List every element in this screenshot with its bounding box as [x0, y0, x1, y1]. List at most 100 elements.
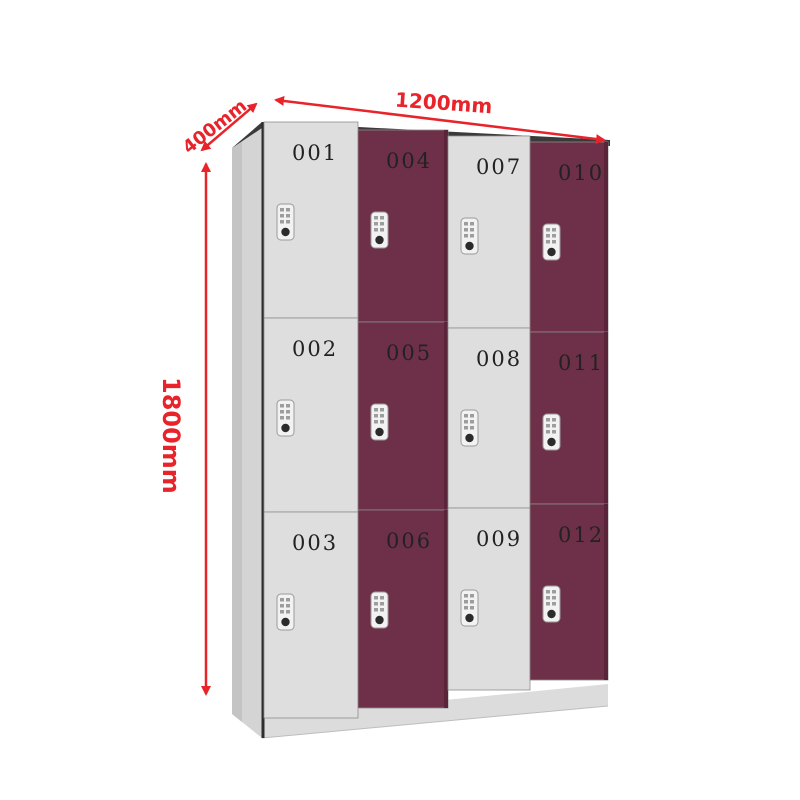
keypad-key [286, 598, 290, 602]
keypad-key [464, 606, 468, 610]
keypad-key [464, 222, 468, 226]
keypad-key [286, 220, 290, 224]
locker-door[interactable]: 007 [447, 135, 531, 329]
keypad-knob [465, 241, 474, 251]
keypad-key [286, 404, 290, 408]
locker-door[interactable]: 008 [447, 327, 531, 509]
keypad-key [552, 418, 556, 422]
keypad-key [464, 594, 468, 598]
keypad-lock-icon[interactable] [276, 399, 295, 437]
keypad-lock-icon[interactable] [460, 217, 479, 255]
door-edge-shade [604, 332, 608, 504]
keypad-body [542, 585, 561, 623]
keypad-key [470, 414, 474, 418]
keypad-key [380, 608, 384, 612]
keypad-body [460, 409, 479, 447]
locker-door[interactable]: 009 [447, 507, 531, 691]
keypad-key [280, 404, 284, 408]
height-dimension: 1800mm [157, 162, 211, 696]
keypad-key [380, 420, 384, 424]
keypad-key [470, 606, 474, 610]
locker-number: 004 [386, 149, 432, 173]
locker-number: 005 [386, 341, 432, 365]
keypad-key [380, 596, 384, 600]
keypad-key [280, 208, 284, 212]
keypad-key [374, 408, 378, 412]
keypad-key [552, 602, 556, 606]
keypad-key [546, 590, 550, 594]
keypad-body [460, 217, 479, 255]
keypad-key [546, 228, 550, 232]
keypad-knob [465, 433, 474, 443]
keypad-key [380, 216, 384, 220]
keypad-key [374, 608, 378, 612]
keypad-key [546, 234, 550, 238]
keypad-key [280, 214, 284, 218]
keypad-knob [547, 437, 556, 447]
keypad-lock-icon[interactable] [276, 593, 295, 631]
locker-door[interactable]: 002 [263, 317, 359, 513]
keypad-body [370, 591, 389, 629]
keypad-lock-icon[interactable] [276, 203, 295, 241]
keypad-key [464, 234, 468, 238]
locker-number: 003 [292, 531, 338, 555]
keypad-key [470, 234, 474, 238]
keypad-lock-icon[interactable] [370, 403, 389, 441]
keypad-lock-icon[interactable] [460, 589, 479, 627]
locker-door[interactable]: 011 [529, 331, 609, 505]
keypad-key [280, 220, 284, 224]
keypad-lock-icon[interactable] [542, 413, 561, 451]
keypad-key [380, 408, 384, 412]
locker-door[interactable]: 006 [357, 509, 449, 709]
keypad-key [374, 602, 378, 606]
keypad-key [552, 240, 556, 244]
keypad-key [286, 610, 290, 614]
keypad-knob [375, 427, 384, 437]
locker-number: 008 [476, 347, 522, 371]
keypad-lock-icon[interactable] [460, 409, 479, 447]
keypad-key [546, 430, 550, 434]
keypad-key [546, 240, 550, 244]
keypad-knob [375, 615, 384, 625]
width-label: 1200mm [394, 88, 493, 119]
keypad-key [552, 590, 556, 594]
door-edge-shade [604, 142, 608, 332]
keypad-knob [281, 423, 290, 433]
keypad-key [374, 420, 378, 424]
keypad-key [546, 602, 550, 606]
keypad-key [470, 600, 474, 604]
keypad-key [380, 222, 384, 226]
keypad-body [542, 413, 561, 451]
keypad-knob [281, 227, 290, 237]
keypad-key [380, 602, 384, 606]
locker-door[interactable]: 012 [529, 503, 609, 681]
keypad-key [546, 424, 550, 428]
keypad-knob [465, 613, 474, 623]
keypad-key [552, 596, 556, 600]
cabinet-base-edge [261, 705, 609, 739]
locker-door[interactable]: 010 [529, 141, 609, 333]
keypad-key [374, 414, 378, 418]
keypad-lock-icon[interactable] [542, 585, 561, 623]
keypad-lock-icon[interactable] [370, 211, 389, 249]
door-edge-shade [604, 504, 608, 680]
keypad-key [380, 228, 384, 232]
locker-number: 012 [558, 523, 604, 547]
keypad-body [542, 223, 561, 261]
cabinet-base [262, 684, 608, 738]
keypad-body [276, 203, 295, 241]
locker-door[interactable]: 003 [263, 511, 359, 719]
keypad-key [552, 228, 556, 232]
locker-door[interactable]: 004 [357, 129, 449, 323]
keypad-body [370, 403, 389, 441]
width-arrow [274, 96, 606, 144]
keypad-key [552, 430, 556, 434]
keypad-key [546, 418, 550, 422]
locker-door[interactable]: 005 [357, 321, 449, 511]
locker-number: 006 [386, 529, 432, 553]
keypad-lock-icon[interactable] [370, 591, 389, 629]
locker-door[interactable]: 001 [263, 121, 359, 319]
locker-door-panel[interactable] [357, 129, 449, 323]
keypad-lock-icon[interactable] [542, 223, 561, 261]
